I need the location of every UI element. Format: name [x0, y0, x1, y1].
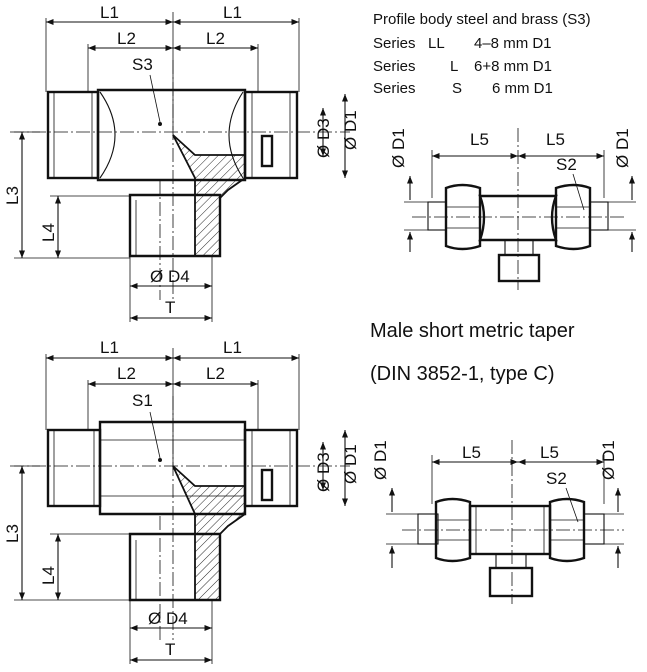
series-code-3: S — [452, 80, 462, 97]
series-range-3: 6 mm D1 — [492, 80, 553, 97]
top-main-view: L1 L1 L2 L2 S3 Ø D3 — [3, 3, 360, 322]
caption-title: Male short metric taper — [370, 320, 575, 342]
series-notes: Profile body steel and brass (S3) Series… — [373, 11, 591, 97]
top-side-nut-label: S2 — [556, 155, 577, 174]
series-code-2: L — [450, 58, 458, 75]
series-code-1: LL — [428, 35, 445, 52]
bottom-side-view: L5 L5 S2 Ø D1 Ø D1 — [371, 440, 624, 604]
top-L1-left: L1 — [100, 3, 119, 22]
bottom-side-nut-label: S2 — [546, 469, 567, 488]
bottom-side-D1-right: Ø D1 — [599, 440, 618, 480]
bottom-L2-left: L2 — [117, 364, 136, 383]
bottom-side-L5-left: L5 — [462, 443, 481, 462]
bottom-L1-right: L1 — [223, 338, 242, 357]
bottom-main-view: L1 L1 L2 L2 S1 Ø D3 Ø D1 L3 L — [3, 338, 360, 664]
top-T: T — [165, 298, 175, 317]
notes-line-1: Profile body steel and brass (S3) — [373, 11, 591, 28]
top-side-D1-right: Ø D1 — [613, 128, 632, 168]
top-L1-right: L1 — [223, 3, 242, 22]
top-side-D1-left: Ø D1 — [389, 128, 408, 168]
top-L2-left: L2 — [117, 29, 136, 48]
top-L3: L3 — [3, 186, 22, 205]
bottom-L2-right: L2 — [206, 364, 225, 383]
caption: Male short metric taper (DIN 3852-1, typ… — [370, 320, 575, 385]
bottom-D4: Ø D4 — [148, 609, 188, 628]
top-D3: Ø D3 — [314, 118, 333, 158]
caption-subtitle: (DIN 3852-1, type C) — [370, 363, 555, 385]
top-D4: Ø D4 — [150, 267, 190, 286]
bottom-D1: Ø D1 — [341, 444, 360, 484]
bottom-L3: L3 — [3, 524, 22, 543]
bottom-L1-left: L1 — [100, 338, 119, 357]
top-L4: L4 — [39, 223, 58, 242]
top-side-view: L5 L5 S2 Ø D1 Ø D1 — [389, 128, 636, 290]
bottom-side-L5-right: L5 — [540, 443, 559, 462]
top-L2-right: L2 — [206, 29, 225, 48]
bottom-D3: Ø D3 — [314, 452, 333, 492]
top-body-label: S3 — [132, 55, 153, 74]
bottom-side-D1-left: Ø D1 — [371, 440, 390, 480]
bottom-L4: L4 — [39, 566, 58, 585]
bottom-T: T — [165, 640, 175, 659]
top-side-L5-right: L5 — [546, 130, 565, 149]
series-label-1: Series — [373, 35, 416, 52]
top-D1: Ø D1 — [341, 110, 360, 150]
series-range-1: 4–8 mm D1 — [474, 35, 552, 52]
series-label-2: Series — [373, 58, 416, 75]
bottom-body-label: S1 — [132, 391, 153, 410]
top-side-L5-left: L5 — [470, 130, 489, 149]
series-label-3: Series — [373, 80, 416, 97]
series-range-2: 6+8 mm D1 — [474, 58, 552, 75]
